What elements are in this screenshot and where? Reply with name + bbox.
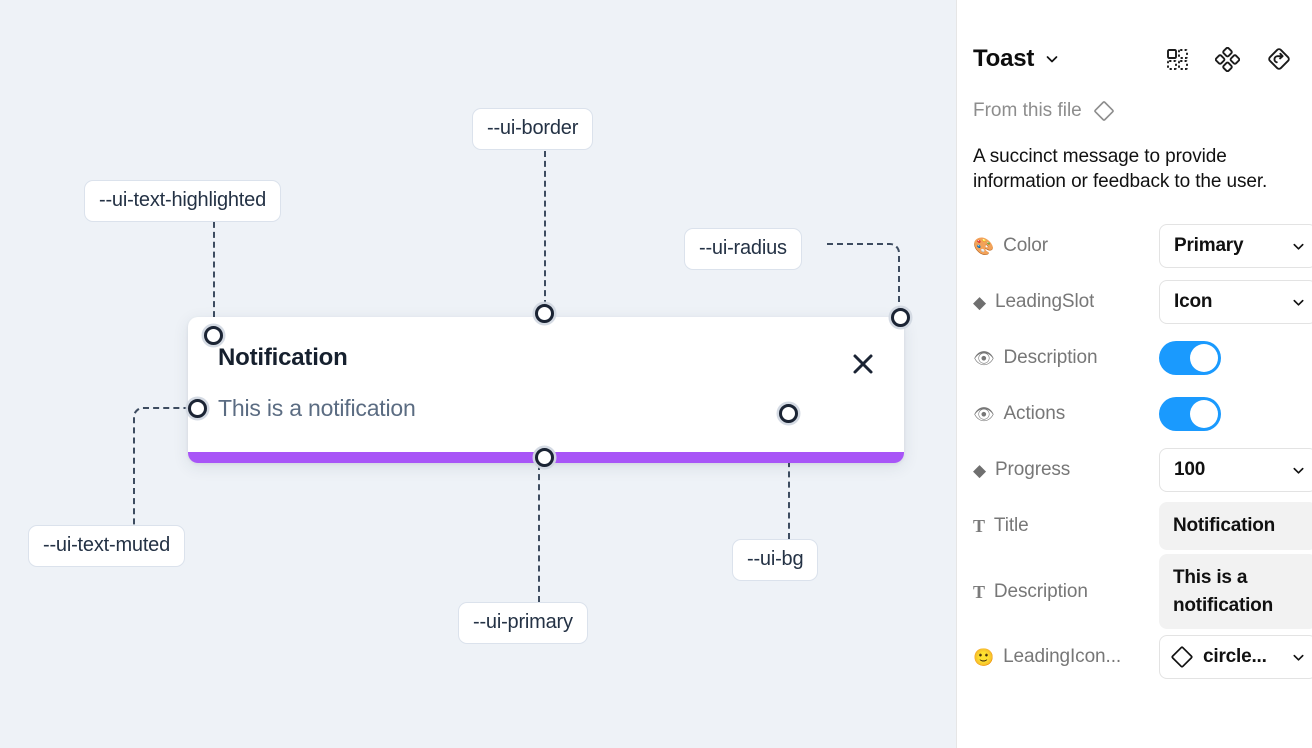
from-this-file-label: From this file [973,100,1082,121]
property-label-color: 🎨 Color [973,235,1159,257]
connector-ui-text-muted [133,407,190,526]
palette-emoji-icon: 🎨 [973,236,995,256]
description-toggle[interactable] [1159,341,1221,376]
anchor-ui-primary[interactable] [535,448,554,467]
properties-panel: Toast [956,0,1312,748]
leading-slot-select[interactable]: Icon [1159,280,1312,325]
toast-description: This is a notification [218,395,416,421]
annotation-ui-primary[interactable]: --ui-primary [458,602,588,644]
color-select-value: Primary [1174,235,1244,257]
anchor-ui-text-muted[interactable] [188,399,207,418]
leading-slot-select-value: Icon [1174,291,1213,313]
chevron-down-icon [1291,239,1306,254]
design-canvas[interactable]: Notification This is a notification --ui… [0,0,956,748]
annotation-ui-bg[interactable]: --ui-bg [732,539,819,581]
chevron-down-icon [1291,295,1306,310]
property-row-description-visibility: 👁 Description [973,330,1296,386]
property-row-description-text: T Description This is a notification [973,554,1312,630]
diamond-filled-icon: ◆ [973,292,986,312]
leading-icon-select[interactable]: circle... [1159,635,1312,680]
property-control-description-text: This is a notification [1159,554,1312,630]
property-control-leading-slot: Icon [1159,280,1312,325]
property-label-actions-visibility: 👁 Actions [973,403,1159,425]
property-label-description-visibility: 👁 Description [973,347,1159,369]
annotation-ui-text-muted[interactable]: --ui-text-muted [28,525,186,567]
anchor-ui-radius[interactable] [891,308,910,327]
anchor-ui-bg[interactable] [779,404,798,423]
property-label-text: Title [993,515,1029,537]
chevron-down-icon [1291,650,1306,665]
property-label-text: Progress [994,459,1071,481]
component-description: A succinct message to provide informatio… [973,146,1268,193]
toast-title: Notification [218,344,348,371]
annotation-ui-text-highlighted[interactable]: --ui-text-highlighted [84,180,281,222]
actions-toggle[interactable] [1159,397,1221,432]
chevron-down-icon[interactable] [1044,51,1060,67]
property-label-text: Description [993,580,1088,602]
property-label-text: Actions [1003,403,1066,425]
property-row-title: T Title Notification [973,498,1312,554]
panel-header: Toast [973,28,1296,90]
property-row-leading-slot: ◆ LeadingSlot Icon [973,274,1312,330]
from-this-file-row[interactable]: From this file [973,100,1296,122]
property-control-title: Notification [1159,502,1312,550]
connector-ui-primary [538,464,540,602]
property-label-text: LeadingIcon... [1003,646,1122,668]
property-label-leading-icon: 🙂 LeadingIcon... [973,646,1159,668]
smiley-emoji-icon: 🙂 [973,647,995,667]
property-control-actions-visibility [1159,397,1296,432]
close-x-icon[interactable] [850,351,876,377]
property-label-text: Color [1003,235,1048,257]
description-input[interactable]: This is a notification [1159,554,1312,630]
chevron-down-icon [1291,463,1306,478]
progress-select[interactable]: 100 [1159,448,1312,493]
property-label-leading-slot: ◆ LeadingSlot [973,291,1159,313]
connector-ui-border [544,141,546,306]
property-control-progress: 100 [1159,448,1312,493]
property-label-progress: ◆ Progress [973,459,1159,481]
property-label-description-text: T Description [973,581,1159,603]
diamond-outline-icon [1170,645,1194,669]
text-type-icon: T [973,516,985,537]
property-row-color: 🎨 Color Primary [973,218,1312,274]
property-control-leading-icon: circle... [1159,635,1312,680]
eye-emoji-icon: 👁 [973,404,995,424]
text-type-icon: T [973,581,985,602]
progress-select-value: 100 [1174,459,1206,481]
connector-ui-radius [827,243,900,309]
panel-header-actions [1166,46,1296,72]
property-label-title: T Title [973,515,1159,537]
property-control-color: Primary [1159,224,1312,269]
color-select[interactable]: Primary [1159,224,1312,269]
connector-ui-bg [788,420,790,539]
annotation-ui-border[interactable]: --ui-border [472,108,594,150]
toggle-knob [1190,344,1218,373]
property-control-description-visibility [1159,341,1296,376]
title-input[interactable]: Notification [1159,502,1312,550]
component-grid-icon[interactable] [1166,48,1189,71]
toggle-knob [1190,400,1218,429]
leading-icon-select-value: circle... [1203,646,1267,668]
property-label-text: LeadingSlot [994,291,1095,313]
variants-diamond-dots-icon[interactable] [1215,46,1240,72]
anchor-ui-border[interactable] [535,304,554,323]
eye-emoji-icon: 👁 [973,348,995,368]
property-row-actions-visibility: 👁 Actions [973,386,1296,442]
property-row-leading-icon: 🙂 LeadingIcon... circle... [973,629,1312,685]
connector-ui-text-highlighted [213,212,215,327]
toast-preview-card[interactable]: Notification This is a notification [188,317,904,463]
page-title: Toast [973,45,1035,72]
reset-instance-icon[interactable] [1266,46,1292,72]
property-row-progress: ◆ Progress 100 [973,442,1312,498]
annotation-ui-radius[interactable]: --ui-radius [684,228,802,270]
property-label-text: Description [1003,347,1098,369]
anchor-ui-text-highlighted[interactable] [204,326,223,345]
diamond-filled-icon: ◆ [973,460,986,480]
diamond-outline-icon [1093,100,1115,122]
properties-list: 🎨 Color Primary [973,218,1312,685]
